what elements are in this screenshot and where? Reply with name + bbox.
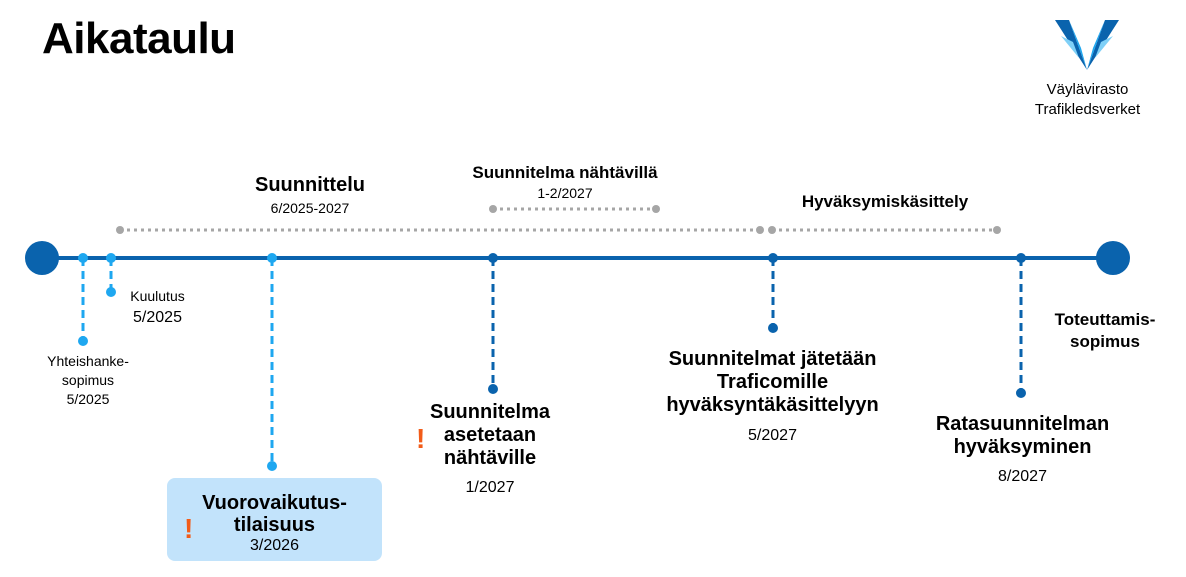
event-toteuttaminen-line1: Toteuttamis-: [1054, 310, 1156, 329]
phase-dot: [993, 226, 1001, 234]
event-kuulutus-date: 5/2025: [133, 309, 182, 326]
phase-suunnittelu-date: 6/2025-2027: [270, 200, 350, 216]
event-yhteishanke-date: 5/2025: [66, 391, 110, 407]
phase-dot: [116, 226, 124, 234]
marker-yhteishanke-top: [78, 253, 88, 263]
marker-vuorovaikutus-bottom: [267, 461, 277, 471]
marker-kuulutus-bottom: [106, 287, 116, 297]
event-yhteishanke-line1: Yhteishanke-: [47, 353, 129, 369]
marker-kuulutus-top: [106, 253, 116, 263]
event-vuorovaikutus-date: 3/2026: [250, 537, 299, 554]
event-nahtaville-line3: nähtäville: [443, 447, 537, 469]
event-nahtaville-line1: Suunnitelma: [429, 401, 550, 423]
event-traficom: Suunnitelmat jätetään Traficomille hyväk…: [625, 348, 920, 446]
logo-line2: Trafikledsverket: [1034, 101, 1141, 118]
event-yhteishanke-line2: sopimus: [61, 372, 115, 388]
event-nahtaville-line2: asetetaan: [443, 424, 537, 446]
logo-text: Väylävirasto Trafikledsverket: [1010, 80, 1165, 120]
event-vuorovaikutus-line1: Vuorovaikutus-: [202, 492, 347, 514]
event-yhteishanke: Yhteishanke- sopimus 5/2025: [23, 352, 153, 409]
phase-nahtavilla-date: 1-2/2027: [537, 185, 593, 201]
marker-traficom-bottom: [768, 323, 778, 333]
event-nahtaville-date: 1/2027: [465, 479, 515, 496]
event-vuorovaikutus: Vuorovaikutus- tilaisuus 3/2026: [167, 492, 382, 556]
event-ratasuunnitelma: Ratasuunnitelman hyväksyminen 8/2027: [910, 413, 1135, 487]
event-toteuttaminen: Toteuttamis- sopimus: [1030, 309, 1180, 353]
event-traficom-date: 5/2027: [748, 427, 797, 444]
marker-nahtaville-bottom: [488, 384, 498, 394]
event-nahtaville: Suunnitelma asetetaan nähtäville 1/2027: [400, 401, 580, 498]
event-toteuttaminen-line2: sopimus: [1070, 332, 1140, 351]
phase-nahtavilla-title: Suunnitelma nähtävillä: [472, 163, 658, 182]
event-kuulutus: Kuulutus 5/2025: [115, 287, 200, 328]
phase-hyvaksyminen-title: Hyväksymiskäsittely: [801, 192, 969, 211]
timeline-end-node: [1096, 241, 1130, 275]
marker-yhteishanke-bottom: [78, 336, 88, 346]
page-title: Aikataulu: [42, 14, 236, 63]
marker-nahtaville-top: [488, 253, 498, 263]
marker-traficom-top: [768, 253, 778, 263]
phase-dot: [489, 205, 497, 213]
vaylavirasto-logo-icon: [1055, 20, 1119, 70]
alert-icon: !: [184, 513, 194, 544]
event-traficom-line1: Suunnitelmat jätetään: [668, 348, 877, 370]
phase-suunnittelu: Suunnittelu 6/2025-2027: [210, 174, 410, 218]
marker-ratasuunnitelma-bottom: [1016, 388, 1026, 398]
alert-icon: !: [416, 423, 426, 454]
event-ratasuunnitelma-date: 8/2027: [998, 468, 1047, 485]
marker-vuorovaikutus-top: [267, 253, 277, 263]
phase-suunnittelu-title: Suunnittelu: [255, 174, 365, 196]
event-kuulutus-line1: Kuulutus: [130, 288, 185, 304]
phase-dot: [756, 226, 764, 234]
phase-dot: [652, 205, 660, 213]
highlight-box: [167, 478, 382, 561]
phase-dot: [768, 226, 776, 234]
phase-nahtavilla: Suunnitelma nähtävillä 1-2/2027: [440, 162, 690, 203]
logo-line1: Väylävirasto: [1046, 81, 1129, 98]
event-vuorovaikutus-line2: tilaisuus: [233, 514, 316, 536]
timeline-start-node: [25, 241, 59, 275]
event-ratasuunnitelma-line1: Ratasuunnitelman: [935, 413, 1110, 435]
event-traficom-line3: hyväksyntäkäsittelyyn: [666, 394, 879, 416]
event-traficom-line2: Traficomille: [716, 371, 829, 393]
marker-ratasuunnitelma-top: [1016, 253, 1026, 263]
event-ratasuunnitelma-line2: hyväksyminen: [953, 436, 1092, 458]
